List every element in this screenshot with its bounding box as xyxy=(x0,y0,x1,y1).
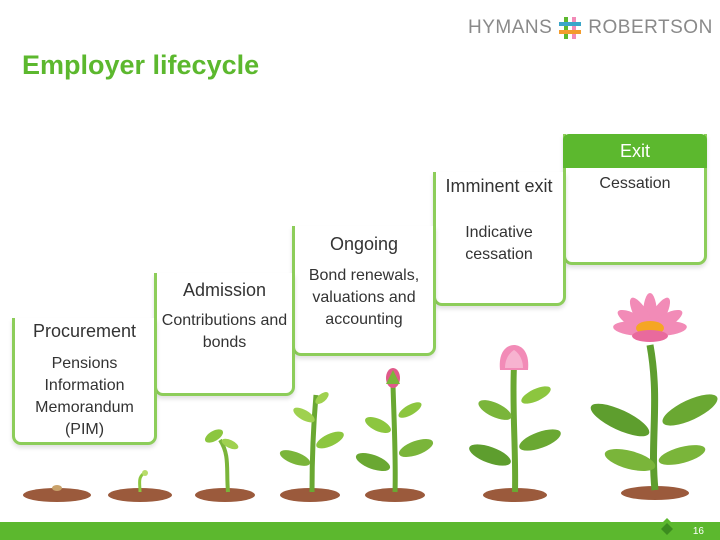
young-plant-icon xyxy=(279,392,344,493)
seedling-icon xyxy=(204,429,239,493)
stage-admission-header: Admission xyxy=(160,280,289,304)
stage-procurement-body: Pensions Information Memorandum (PIM) xyxy=(35,355,134,439)
stage-imminent-exit-header: Imminent exit xyxy=(440,176,558,220)
page-title: Employer lifecycle xyxy=(22,50,260,80)
hash-logo-icon xyxy=(559,17,582,39)
page-number: 16 xyxy=(692,526,704,537)
stage-exit-body: Cessation xyxy=(599,175,671,192)
brand-logo: HYMANS ROBERTSON xyxy=(468,16,713,40)
stage-exit-header: Exit xyxy=(563,134,707,168)
soil-mounds xyxy=(23,486,689,502)
pink-flower-bud-icon xyxy=(469,345,561,493)
stage-ongoing-header: Ongoing xyxy=(300,234,428,258)
stage-ongoing-body: Bond renewals, valuations and accounting xyxy=(308,267,420,329)
stage-imminent-exit-body: Indicative cessation xyxy=(465,224,533,264)
sprout-icon xyxy=(138,472,145,493)
stage-admission-body: Contributions and bonds xyxy=(161,312,288,352)
full-bloom-flower-icon xyxy=(590,293,718,491)
budding-plant-icon xyxy=(355,368,434,493)
brand-name-right: ROBERTSON xyxy=(588,17,713,38)
footer-bar xyxy=(0,522,720,540)
stage-procurement-header: Procurement xyxy=(16,321,153,345)
diamond-marker-icon xyxy=(656,518,678,540)
seed-icon xyxy=(52,485,62,491)
brand-name-left: HYMANS xyxy=(468,17,553,38)
